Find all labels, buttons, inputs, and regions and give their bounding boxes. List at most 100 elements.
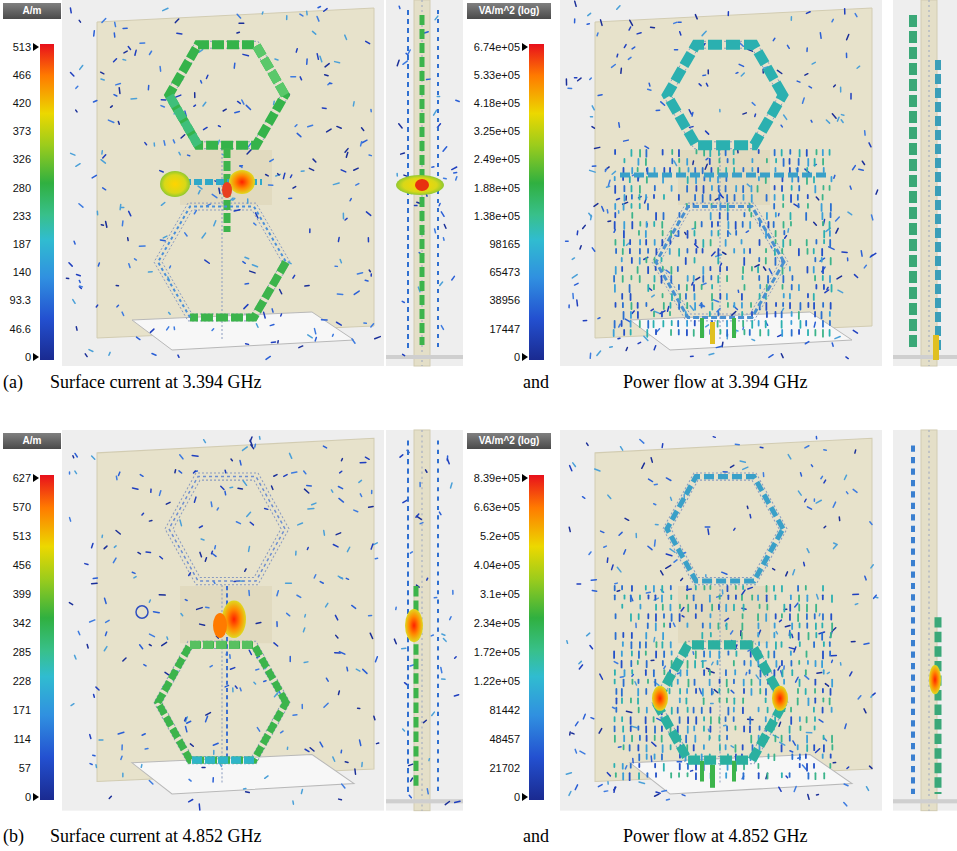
field-arrow bbox=[822, 586, 824, 591]
field-arrow bbox=[235, 686, 237, 688]
field-arrow bbox=[702, 31, 706, 35]
field-arrow bbox=[96, 305, 97, 307]
field-arrow bbox=[679, 764, 681, 769]
field-arrow bbox=[645, 303, 647, 306]
field-arrow bbox=[678, 159, 680, 162]
field-arrow bbox=[759, 285, 761, 288]
field-arrow bbox=[631, 213, 633, 218]
field-arrow bbox=[121, 745, 123, 750]
field-arrow bbox=[813, 764, 815, 768]
field-arrow bbox=[662, 633, 664, 639]
field-arrow bbox=[798, 186, 800, 190]
field-arrow bbox=[654, 186, 656, 190]
field-arrow bbox=[98, 263, 99, 266]
field-arrow bbox=[706, 131, 709, 134]
field-arrow bbox=[775, 312, 777, 316]
field-arrow bbox=[766, 312, 768, 317]
field-arrow bbox=[653, 285, 655, 289]
field-arrow bbox=[614, 230, 615, 233]
field-arrow bbox=[778, 335, 782, 337]
field-arrow bbox=[398, 6, 400, 8]
field-arrow bbox=[622, 276, 624, 282]
field-arrow bbox=[116, 476, 118, 479]
field-arrow bbox=[773, 569, 775, 570]
field-arrow bbox=[823, 670, 825, 673]
field-arrow bbox=[789, 150, 791, 154]
field-arrows bbox=[66, 1, 877, 810]
field-arrow bbox=[140, 645, 143, 649]
field-arrow bbox=[675, 235, 678, 237]
field-arrow bbox=[769, 355, 773, 358]
field-arrow bbox=[621, 294, 623, 299]
field-arrow bbox=[727, 204, 729, 211]
field-arrow bbox=[409, 795, 411, 798]
field-arrow bbox=[647, 614, 649, 618]
field-arrow bbox=[345, 35, 347, 39]
field-arrow bbox=[615, 689, 617, 694]
field-arrow bbox=[752, 103, 755, 106]
field-arrow bbox=[646, 330, 648, 337]
field-arrow bbox=[363, 669, 367, 673]
field-arrow bbox=[639, 736, 641, 740]
field-arrow bbox=[749, 717, 751, 724]
field-arrow bbox=[739, 64, 743, 66]
field-arrow bbox=[651, 660, 654, 662]
field-arrow bbox=[767, 276, 769, 283]
field-arrow bbox=[820, 33, 822, 39]
field-arrow bbox=[807, 661, 809, 664]
field-arrow bbox=[631, 642, 633, 648]
field-arrow bbox=[742, 321, 744, 326]
field-arrow bbox=[206, 716, 208, 722]
field-arrow bbox=[789, 633, 791, 638]
field-arrow bbox=[194, 210, 196, 213]
field-arrow bbox=[338, 486, 342, 488]
field-arrow bbox=[661, 571, 663, 575]
field-arrow bbox=[213, 751, 215, 755]
field-arrow bbox=[702, 267, 704, 274]
field-arrow bbox=[775, 614, 777, 618]
field-arrow bbox=[752, 159, 754, 162]
field-arrow bbox=[687, 249, 689, 253]
field-arrow bbox=[103, 188, 106, 190]
field-arrow bbox=[677, 708, 679, 713]
field-arrow bbox=[431, 634, 433, 636]
field-arrow bbox=[639, 595, 641, 599]
field-arrow bbox=[677, 761, 681, 763]
field-arrow bbox=[66, 277, 68, 279]
model-view bbox=[62, 430, 384, 811]
field-arrow bbox=[654, 736, 656, 740]
field-arrow bbox=[779, 620, 781, 622]
field-arrow bbox=[829, 240, 831, 246]
field-arrow bbox=[686, 689, 688, 693]
field-arrow bbox=[456, 177, 457, 180]
field-arrow bbox=[295, 49, 297, 52]
field-arrow bbox=[335, 62, 340, 63]
field-arrow bbox=[798, 633, 800, 640]
field-arrow bbox=[661, 222, 663, 228]
field-arrow bbox=[293, 714, 297, 716]
field-arrow bbox=[654, 311, 659, 313]
field-arrow bbox=[347, 547, 349, 551]
field-arrow bbox=[456, 100, 459, 101]
field-arrow bbox=[798, 491, 801, 495]
field-arrow bbox=[434, 110, 437, 115]
field-arrow bbox=[202, 233, 206, 238]
field-arrow bbox=[283, 173, 284, 178]
field-arrow bbox=[445, 801, 449, 804]
field-arrow bbox=[822, 276, 824, 280]
field-arrow bbox=[95, 765, 97, 768]
field-arrow bbox=[670, 605, 672, 611]
field-arrow bbox=[790, 321, 792, 324]
field-arrow bbox=[814, 186, 816, 192]
field-arrow bbox=[871, 695, 873, 697]
field-arrow bbox=[594, 204, 598, 207]
field-arrow bbox=[366, 41, 370, 43]
field-arrow bbox=[623, 204, 625, 210]
field-arrow bbox=[749, 670, 751, 673]
field-arrow bbox=[669, 312, 671, 315]
field-arrow bbox=[221, 486, 224, 489]
field-arrow bbox=[599, 729, 602, 734]
field-arrow bbox=[671, 321, 673, 325]
field-arrow bbox=[797, 689, 799, 693]
field-arrow bbox=[670, 330, 672, 335]
